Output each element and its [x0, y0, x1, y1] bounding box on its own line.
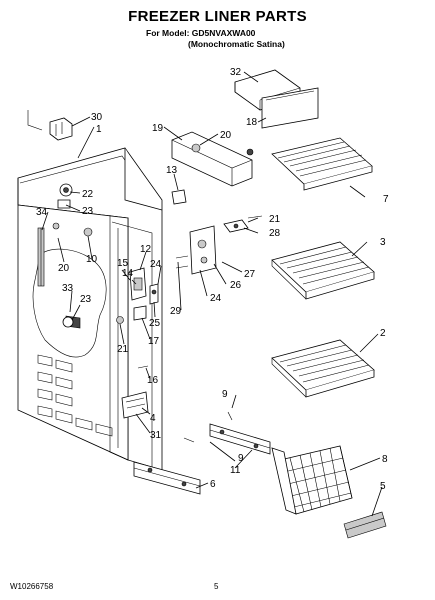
- callout-16: 16: [147, 375, 159, 386]
- page-number: 5: [214, 582, 219, 591]
- callout-7: 7: [383, 194, 389, 205]
- callout-8: 8: [382, 454, 388, 465]
- part-12-drawing: [129, 267, 159, 305]
- callout-3: 3: [380, 237, 386, 248]
- page-title: FREEZER LINER PARTS: [128, 8, 307, 25]
- callout-28: 28: [269, 228, 281, 239]
- part-28-drawing: [223, 215, 263, 233]
- callout-10: 10: [86, 254, 98, 265]
- callout-33: 33: [62, 283, 74, 294]
- callout-20a: 20: [220, 130, 232, 141]
- callout-15: 15: [117, 258, 129, 269]
- callout-27: 27: [244, 269, 256, 280]
- callout-29: 29: [170, 306, 182, 317]
- damper-bracket-drawing: [171, 131, 254, 187]
- callout-9b: 9: [238, 453, 244, 464]
- shelf-7-drawing: [271, 137, 373, 191]
- shelf-2-drawing: [271, 339, 375, 398]
- callout-9a: 9: [222, 389, 228, 400]
- callout-31: 31: [150, 430, 162, 441]
- callout-21a: 21: [269, 214, 281, 225]
- rail-6-drawing: [133, 461, 201, 495]
- callout-5: 5: [380, 481, 386, 492]
- callout-21b: 21: [117, 344, 129, 355]
- leader-lines: [41, 71, 383, 517]
- callout-13: 13: [166, 165, 178, 176]
- part-17-drawing: [116, 305, 147, 324]
- top-cover-drawing: [234, 69, 319, 129]
- basket-8-drawing: [271, 445, 353, 515]
- callout-2: 2: [380, 328, 386, 339]
- callout-22: 22: [82, 189, 94, 200]
- part-13-drawing: [171, 189, 187, 205]
- freezer-liner-drawing: [17, 110, 163, 476]
- trim-5-drawing: [343, 511, 387, 539]
- document-number: W10266758: [10, 582, 54, 591]
- control-housing-drawing: [175, 225, 217, 275]
- model-line: For Model: GD5NVAXWA00: [146, 28, 256, 38]
- part-4-drawing: [121, 365, 149, 419]
- callout-24b: 24: [210, 293, 222, 304]
- callout-25: 25: [149, 318, 161, 329]
- rail-11-drawing: [183, 411, 271, 455]
- callout-20b: 20: [58, 263, 70, 274]
- callout-24a: 24: [150, 259, 162, 270]
- callout-17: 17: [148, 336, 160, 347]
- callout-26: 26: [230, 280, 242, 291]
- callout-numbers: 30 1 19 20 32 18 13 22 23 34 7 21 28 12 …: [36, 67, 389, 492]
- shelf-3-drawing: [271, 241, 375, 300]
- callout-14: 14: [122, 268, 134, 279]
- callout-19: 19: [152, 123, 164, 134]
- color-line: (Monochromatic Satina): [188, 39, 285, 49]
- callout-34: 34: [36, 207, 48, 218]
- callout-4: 4: [150, 413, 156, 424]
- callout-6: 6: [210, 479, 216, 490]
- callout-1: 1: [96, 124, 102, 135]
- callout-11: 11: [230, 465, 241, 476]
- callout-23a: 23: [82, 206, 94, 217]
- callout-23b: 23: [80, 294, 92, 305]
- callout-18: 18: [246, 117, 258, 128]
- callout-30: 30: [91, 112, 103, 123]
- callout-32: 32: [230, 67, 242, 78]
- callout-12: 12: [140, 244, 152, 255]
